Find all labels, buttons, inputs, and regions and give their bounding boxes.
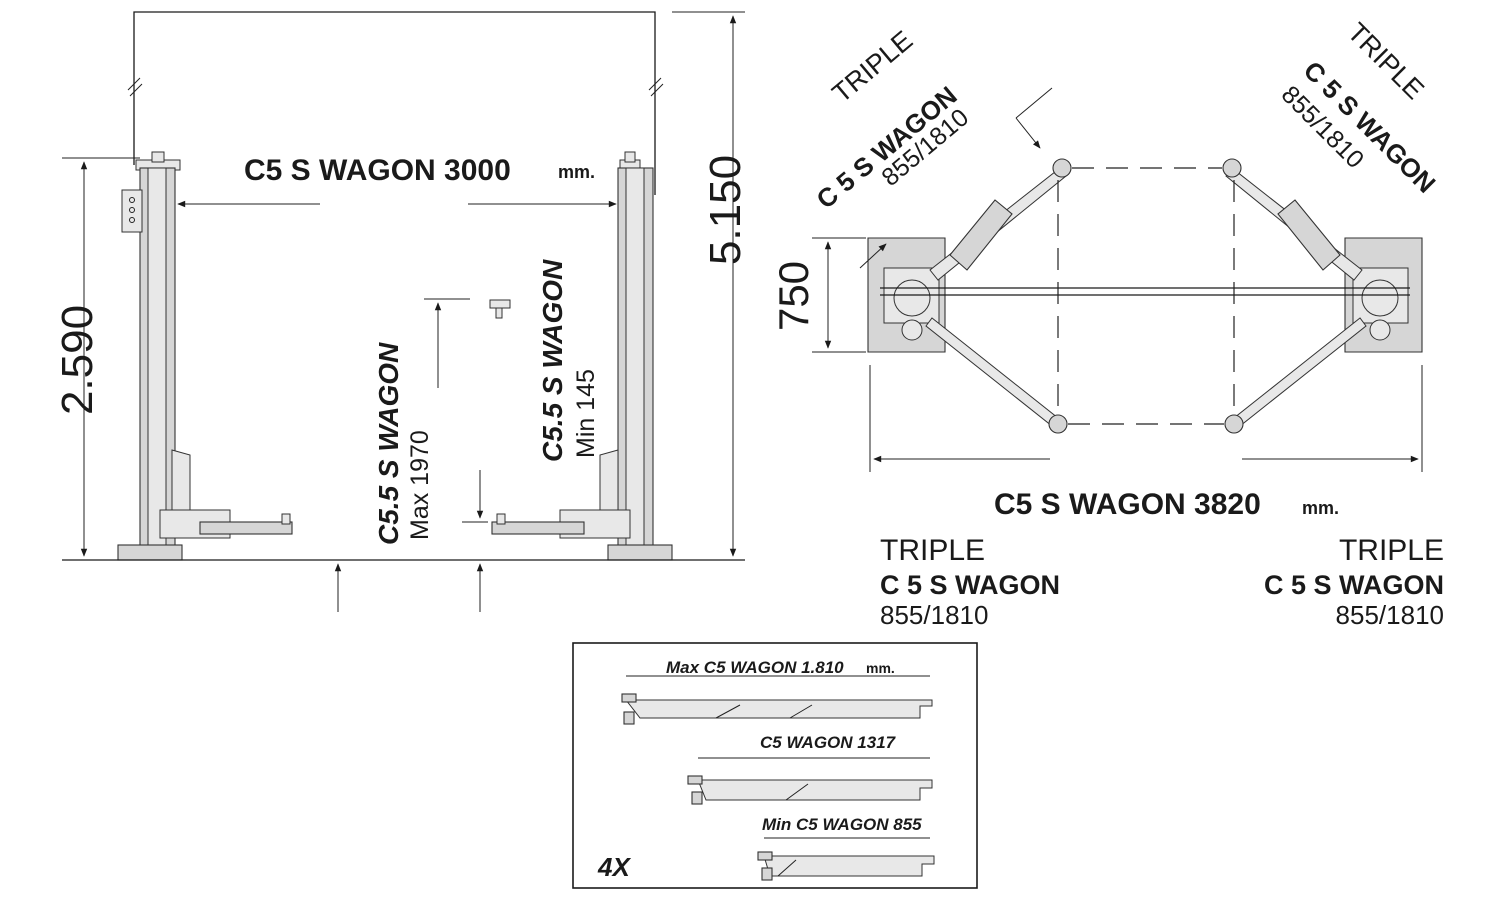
top-length-label: C5 S WAGON 3820 — [994, 488, 1261, 521]
arm-pad — [1052, 158, 1072, 178]
inset-quantity: 4X — [597, 852, 631, 882]
overhead-frame — [133, 11, 656, 195]
arm-left-type: TRIPLE — [827, 25, 919, 109]
inset-max-unit: mm. — [866, 660, 895, 676]
front-width-label: C5 S WAGON 3000 — [244, 154, 511, 187]
base-depth-label: 750 — [770, 261, 817, 331]
max-height-model: C5.5 S WAGON — [373, 342, 404, 545]
front-width-unit: mm. — [558, 162, 595, 182]
arm-extension-inset: Max C5 WAGON 1.810 mm. C5 WAGON 1317 Min… — [572, 642, 978, 889]
min-height-model: C5.5 S WAGON — [537, 259, 568, 462]
arm-pad — [1222, 158, 1242, 178]
lift-arms — [925, 158, 1367, 434]
top-view: 750 C5 S WAGON 3820 mm. TRIPLE C 5 S WAG… — [770, 17, 1444, 630]
bottom-right-range: 855/1810 — [1336, 600, 1444, 630]
bottom-right-type: TRIPLE — [1339, 534, 1444, 567]
inset-min-label: Min C5 WAGON 855 — [762, 815, 922, 834]
bottom-left-type: TRIPLE — [880, 534, 985, 567]
arm-pad — [1048, 414, 1068, 434]
bottom-left-model: C 5 S WAGON — [880, 570, 1060, 600]
top-length-unit: mm. — [1302, 498, 1339, 518]
front-view: C5 S WAGON 3000 mm. 2.590 5.150 C5.5 S W… — [53, 11, 750, 612]
right-column — [489, 167, 673, 561]
inset-mid-label: C5 WAGON 1317 — [760, 733, 897, 752]
left-column — [117, 167, 293, 561]
total-height-label: 5.150 — [701, 155, 750, 265]
bottom-right-model: C 5 S WAGON — [1264, 570, 1444, 600]
max-height-value: Max 1970 — [406, 430, 434, 540]
column-height-label: 2.590 — [53, 305, 102, 415]
min-height-value: Min 145 — [572, 369, 600, 458]
arm-pad — [1224, 414, 1244, 434]
bottom-left-range: 855/1810 — [880, 600, 988, 630]
inset-max-label: Max C5 WAGON 1.810 — [666, 658, 844, 677]
